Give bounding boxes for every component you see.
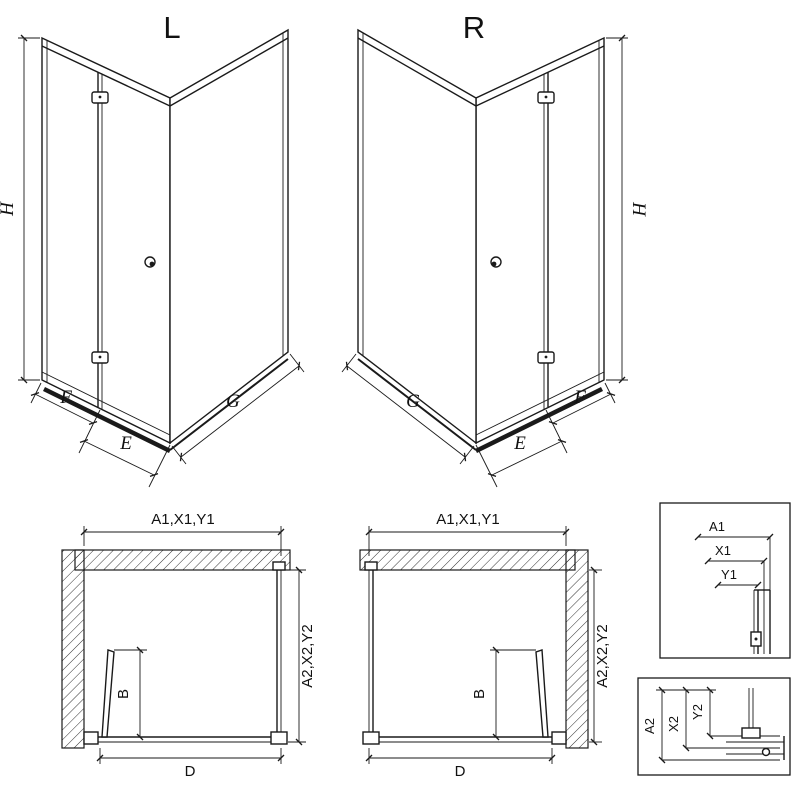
plan-left-dimensions [80,526,306,764]
dim-label-depth-left-plan: A2,X2,Y2 [299,624,316,687]
dim-label-width-right-plan: A1,X1,Y1 [436,511,499,528]
plan-right-dimensions [365,526,602,764]
dim-label-fixed-right: F [573,387,586,408]
elevation-right-structure [341,28,628,488]
detail-label-x2: X2 [666,716,681,732]
dim-label-door-left: E [119,433,132,454]
wall-top-hatched [74,549,291,571]
wall-hinge-fitting [551,731,567,745]
detail-label-a2: A2 [642,718,657,734]
wall-profile-section [750,589,771,654]
variant-label-left: L [163,10,180,45]
dim-label-side-left: G [226,391,240,412]
side-wall-panel [169,28,289,445]
dim-label-entry-left-plan: D [185,763,196,780]
floor-profile-section [726,688,785,760]
elevation-left-dimensions [18,34,305,488]
corner-fitting [362,731,380,745]
detail-label-x1: X1 [715,543,731,558]
dim-label-width-left-plan: A1,X1,Y1 [151,511,214,528]
elevation-left-structure [41,28,289,454]
folded-door-panel [535,649,549,738]
wall-bracket [272,561,286,571]
plan-left-structure [83,561,288,745]
dim-label-panel-right-plan: B [471,689,488,699]
wall-right-hatched [565,549,589,749]
dim-label-entry-right-plan: D [455,763,466,780]
corner-fitting [270,731,288,745]
detail-label-y1: Y1 [721,567,737,582]
wall-left-hatched [61,549,85,749]
wall-bracket [364,561,378,571]
elevation-left-view: L H F E G [0,10,305,488]
wall-top-hatched [359,549,576,571]
wall-hinge-fitting [83,731,99,745]
folded-door-panel [101,649,115,738]
detail-label-y2: Y2 [690,704,705,720]
detail-frame [659,502,791,659]
dim-label-fixed-left: F [59,387,72,408]
dim-label-panel-left-plan: B [115,689,132,699]
variant-label-right: R [463,10,485,45]
plan-right-structure [362,561,567,745]
dim-label-height-right: H [628,201,649,217]
side-wall-panel [357,28,477,445]
wall-profile-detail: A1 X1 Y1 [659,502,791,659]
dim-label-depth-right-plan: A2,X2,Y2 [594,624,611,687]
dim-label-door-right: E [513,433,526,454]
plan-right-view: A1,X1,Y1 A2,X2,Y2 B D [359,511,611,780]
dim-label-side-right: G [406,391,420,412]
dim-label-height-left: H [0,201,18,217]
elevation-right-view: R H F E G [341,10,649,488]
detail-label-a1: A1 [709,519,725,534]
floor-profile-detail: A2 X2 Y2 [637,677,791,776]
plan-left-view: A1,X1,Y1 A2,X2,Y2 B D [61,511,316,780]
